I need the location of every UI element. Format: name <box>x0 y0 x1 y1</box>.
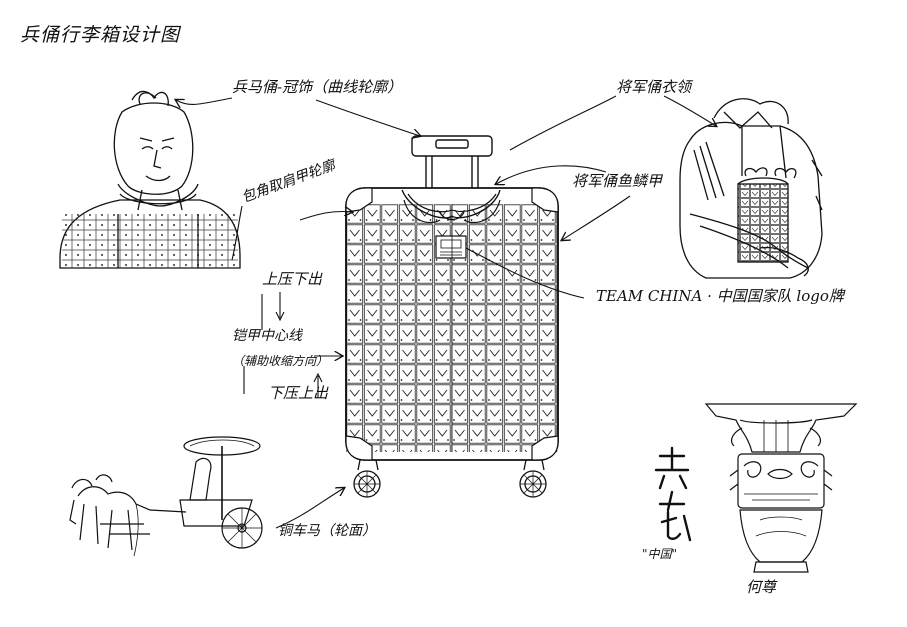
label-chariot: 铜车马（轮面） <box>278 523 376 539</box>
suitcase-drawing <box>345 135 559 498</box>
label-push-up: 下压上出 <box>268 384 329 402</box>
label-lin-jia: 将军俑鱼鳞甲 <box>572 172 663 190</box>
label-armor-center-note: （辅助收缩方向） <box>232 354 329 368</box>
zhongguo-inscription-glyph <box>654 446 692 542</box>
wheel-set <box>353 459 547 498</box>
label-yi-ling: 将军俑衣领 <box>616 78 692 96</box>
label-guan-shi: 兵马俑-冠饰（曲线轮廓） <box>232 78 403 96</box>
he-zun-vessel-drawing <box>704 403 858 573</box>
bronze-chariot-drawing <box>69 436 263 557</box>
general-armor-drawing <box>679 98 823 279</box>
label-he-zun: 何尊 <box>746 578 777 596</box>
label-zhongguo: "中国" <box>642 547 678 561</box>
annotation-arrows <box>176 95 716 529</box>
terracotta-warrior-drawing <box>59 90 241 269</box>
logo-plate <box>435 235 467 259</box>
label-armor-center: 铠甲中心线 <box>232 328 302 344</box>
label-logo: TEAM CHINA · 中国国家队 logo牌 <box>596 287 844 305</box>
label-push-down: 上压下出 <box>262 270 323 288</box>
sketch-title: 兵俑行李箱设计图 <box>20 24 181 46</box>
